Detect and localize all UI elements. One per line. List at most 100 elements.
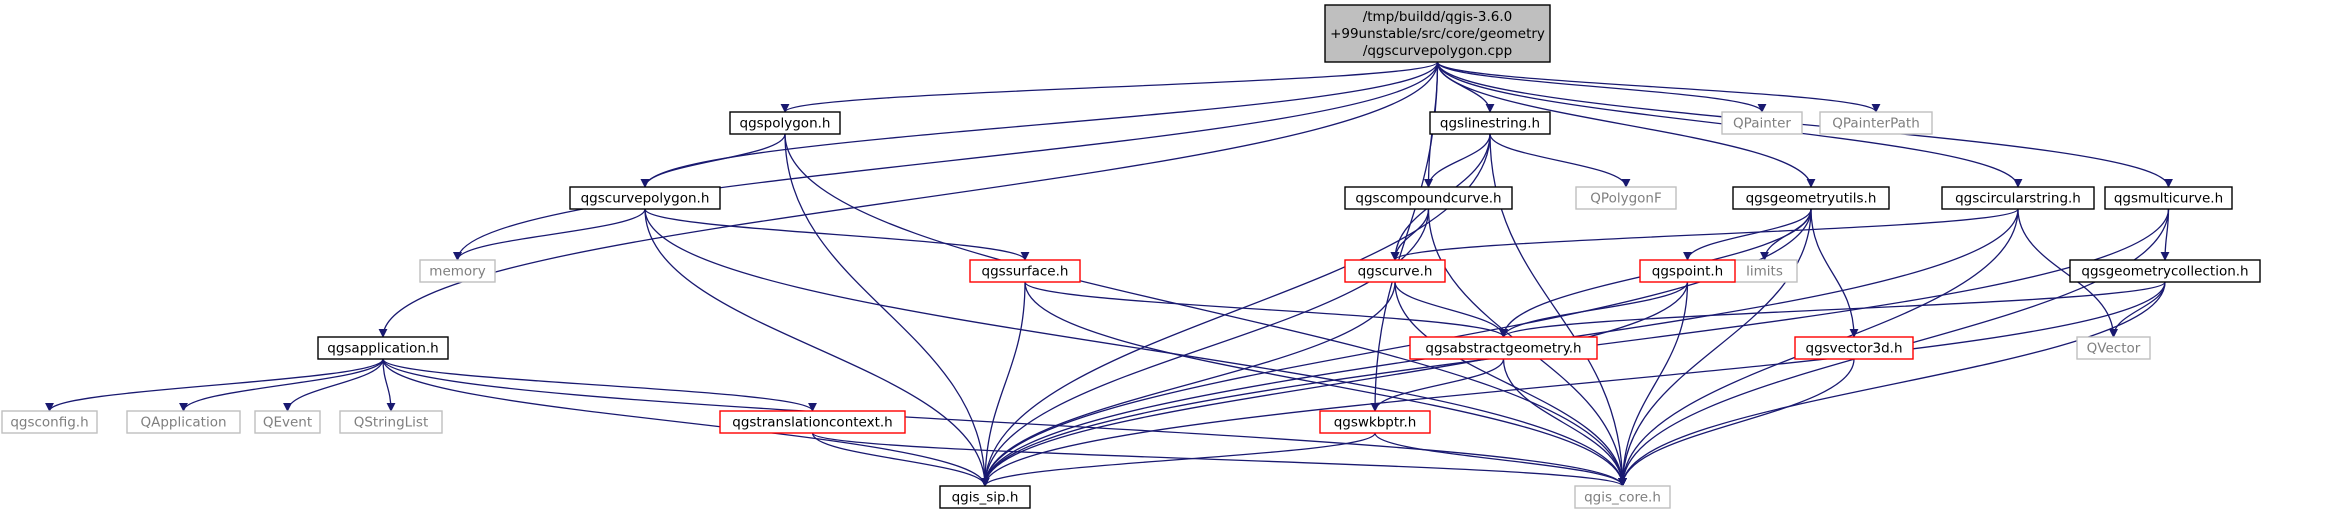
edge-path <box>644 208 1030 261</box>
edge-qgsapplication-to-qgis_core <box>382 358 1627 487</box>
node-box <box>1732 186 1890 210</box>
node-label: qgis_sip.h <box>952 490 1019 506</box>
edge-qgsapplication-to-qgsconfig <box>45 358 384 412</box>
node-qgslinestring[interactable]: qgslinestring.h <box>1429 111 1551 135</box>
node-qgswkbptr[interactable]: qgswkbptr.h <box>1319 410 1431 434</box>
node-qgstranslationcontext[interactable]: qgstranslationcontext.h <box>719 410 906 434</box>
edge-qgslinestring-to-qgscompoundcurve <box>1424 133 1491 188</box>
edge-path <box>1370 358 1505 412</box>
node-label: qgsgeometryutils.h <box>1746 191 1877 207</box>
edge-root-to-qgsmulticurve <box>1436 61 2173 188</box>
node-box <box>1575 186 1677 210</box>
node-qgis_core: qgis_core.h <box>1574 485 1671 509</box>
edge-path <box>1024 281 1508 338</box>
edge-path <box>784 133 1627 487</box>
node-box <box>1574 485 1671 509</box>
edge-path <box>1499 281 1689 338</box>
node-box <box>419 259 496 283</box>
edge-qgsgeometrycollection-to-qgsabstractgeometry <box>1499 281 2166 338</box>
node-qgsapplication[interactable]: qgsapplication.h <box>317 336 449 360</box>
node-qgscircularstring[interactable]: qgscircularstring.h <box>1941 186 2095 210</box>
edge-path <box>1394 281 1508 338</box>
edge-qgslinestring-to-qpolygonf <box>1489 133 1631 188</box>
edge-qgscircularstring-to-qgscurve <box>1390 208 2019 261</box>
node-qgsmulticurve[interactable]: qgsmulticurve.h <box>2104 186 2233 210</box>
node-box <box>339 410 443 434</box>
edge-path <box>1024 281 1627 487</box>
edge-path <box>453 61 1439 261</box>
edge-qgsgeometryutils-to-qgspoint <box>1683 208 1812 261</box>
node-label: limits <box>1746 264 1783 280</box>
node-box <box>1639 259 1736 283</box>
node-qpainter: QPainter <box>1721 111 1803 135</box>
node-box <box>939 485 1031 509</box>
edge-path <box>980 208 1812 487</box>
edge-path <box>453 208 646 261</box>
node-qgsabstractgeometry[interactable]: qgsabstractgeometry.h <box>1409 336 1598 360</box>
node-label: QPainter <box>1733 116 1791 132</box>
edge-path <box>1436 61 1767 113</box>
node-label: qgspolygon.h <box>740 116 831 132</box>
edge-qgscurvepolygonh-to-qgis_core <box>644 208 1627 487</box>
node-qgsgeometrycollection[interactable]: qgsgeometrycollection.h <box>2069 259 2261 283</box>
node-qgis_sip[interactable]: qgis_sip.h <box>939 485 1031 509</box>
edge-qgstranslationcontext-to-qgis_core <box>811 432 1627 487</box>
node-label: +99unstable/src/core/geometry <box>1330 26 1545 42</box>
edge-path <box>1374 432 1627 487</box>
node-qgscurvepolygonh[interactable]: qgscurvepolygon.h <box>569 186 721 210</box>
node-label: qgscircularstring.h <box>1955 191 2081 207</box>
node-label: memory <box>429 264 485 280</box>
node-box <box>1721 111 1803 135</box>
edge-qgsabstractgeometry-to-qgis_core <box>1502 358 1627 487</box>
node-root[interactable]: /tmp/buildd/qgis-3.6.0+99unstable/src/co… <box>1324 4 1551 63</box>
edge-qgsapplication-to-qgstranslationcontext <box>382 358 817 412</box>
node-qgscurve[interactable]: qgscurve.h <box>1344 259 1446 283</box>
edge-path <box>1394 281 1627 487</box>
edge-path <box>179 358 384 412</box>
node-qgsgeometryutils[interactable]: qgsgeometryutils.h <box>1732 186 1890 210</box>
edge-qgstranslationcontext-to-qgis_sip <box>811 432 990 487</box>
node-box <box>1794 336 1914 360</box>
edge-qgsgeometryutils-to-qgis_core <box>1618 208 1812 487</box>
node-label: QEvent <box>263 415 312 431</box>
node-box <box>1941 186 2095 210</box>
node-qgsvector3d[interactable]: qgsvector3d.h <box>1794 336 1914 360</box>
node-label: qgsvector3d.h <box>1806 341 1903 357</box>
node-qgscompoundcurve[interactable]: qgscompoundcurve.h <box>1344 186 1513 210</box>
edge-path <box>1424 133 1491 188</box>
node-label: QPainterPath <box>1832 116 1920 132</box>
node-qgssurface[interactable]: qgssurface.h <box>969 259 1081 283</box>
node-qgspoint[interactable]: qgspoint.h <box>1639 259 1736 283</box>
edge-path <box>1810 208 1859 338</box>
edge-path <box>1499 281 2166 338</box>
edge-qgsvector3d-to-qgis_core <box>1618 358 1855 487</box>
nodes: /tmp/buildd/qgis-3.6.0+99unstable/src/co… <box>1 4 2261 509</box>
node-label: qgis_core.h <box>1584 490 1661 506</box>
edge-qgspoint-to-qgsabstractgeometry <box>1499 281 1689 338</box>
edge-qgspolygon-to-qgscurvepolygonh <box>640 133 786 188</box>
edge-path <box>1618 281 2166 487</box>
node-label: qgsmulticurve.h <box>2114 191 2223 207</box>
node-label: qgscurve.h <box>1358 264 1433 280</box>
node-qpolygonf: QPolygonF <box>1575 186 1677 210</box>
edge-path <box>1489 133 1631 188</box>
node-qgspolygon[interactable]: qgspolygon.h <box>729 111 841 135</box>
edge-qgsgeometryutils-to-qgsvector3d <box>1810 208 1859 338</box>
edge-root-to-qgspolygon <box>780 61 1439 113</box>
node-label: /tmp/buildd/qgis-3.6.0 <box>1363 9 1513 25</box>
edge-qgscircularstring-to-qvector <box>2017 208 2118 338</box>
node-qvector: QVector <box>2076 336 2151 360</box>
node-label: qgscompoundcurve.h <box>1355 191 1501 207</box>
node-box <box>1409 336 1598 360</box>
node-label: qgsgeometrycollection.h <box>2081 264 2248 280</box>
edge-path <box>784 133 990 487</box>
node-label: qgslinestring.h <box>1440 116 1540 132</box>
node-box <box>2069 259 2261 283</box>
edge-qgsabstractgeometry-to-qgswkbptr <box>1370 358 1505 412</box>
edge-qgscurve-to-qgis_core <box>1394 281 1627 487</box>
edge-path <box>640 133 786 188</box>
node-box <box>1319 410 1431 434</box>
edge-qgswkbptr-to-qgis_core <box>1374 432 1627 487</box>
node-box <box>126 410 241 434</box>
node-label: qgsabstractgeometry.h <box>1425 341 1581 357</box>
